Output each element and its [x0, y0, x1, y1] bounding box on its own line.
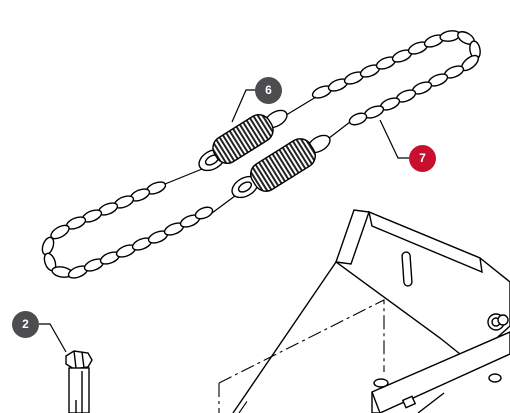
chain-lower-left: [41, 181, 214, 279]
hex-bolt: [65, 350, 93, 413]
centerline: [218, 299, 385, 413]
bracket-frame: [232, 209, 510, 413]
callout-6: 6: [255, 77, 282, 104]
extension-spring-lower: [231, 134, 331, 199]
callout-2: 2: [12, 311, 39, 338]
leader-lines: [39, 89, 409, 353]
callout-7: 7: [409, 145, 436, 172]
chain-upper-right: [311, 30, 481, 126]
chain-assembly: [41, 30, 481, 279]
extension-spring-upper: [198, 109, 288, 172]
